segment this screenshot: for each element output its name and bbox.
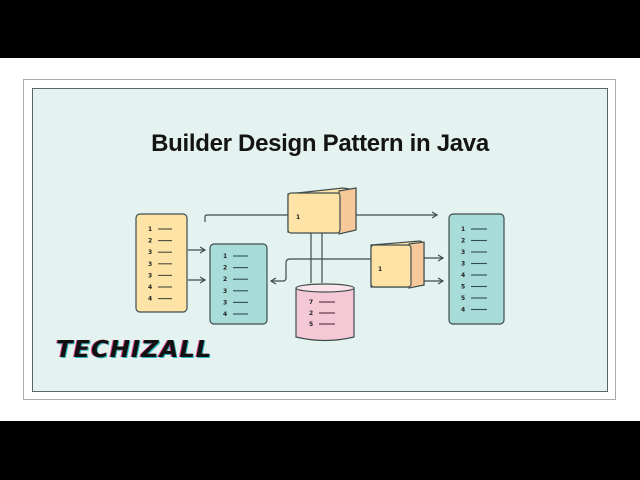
list-item-number: 3	[148, 272, 152, 279]
list-item-number: 1	[223, 253, 227, 260]
list-item-number: 2	[461, 238, 465, 245]
list-item-number: 2	[223, 265, 227, 272]
cube-top: 1	[287, 187, 357, 235]
list-item-number: 4	[148, 284, 152, 291]
list-item-number: 5	[461, 284, 465, 291]
list-item-number: 7	[309, 299, 313, 306]
teal-list-left-items: 1 2 2 3 3 4	[223, 253, 248, 318]
list-item-number: 2	[309, 310, 313, 317]
svg-text:1: 1	[296, 214, 300, 221]
slide-title: Builder Design Pattern in Java	[151, 130, 489, 157]
list-item-number: 1	[148, 226, 152, 233]
teal-list-right-items: 1 2 3 3 4 5 5 4	[461, 226, 487, 314]
list-item-number: 5	[461, 295, 465, 302]
list-item-number: 3	[148, 261, 152, 268]
cube-right: 1	[370, 240, 425, 289]
list-item-number: 3	[223, 288, 227, 295]
list-item-number: 3	[461, 249, 465, 256]
list-item-number: 4	[461, 272, 465, 279]
connector-lines	[188, 211, 445, 285]
svg-text:1: 1	[378, 266, 382, 273]
yellow-list-box	[135, 213, 188, 313]
list-item-number: 3	[461, 261, 465, 268]
list-item-number: 4	[148, 296, 152, 303]
list-item-number: 4	[223, 311, 227, 318]
list-item-number: 3	[148, 249, 152, 256]
teal-list-left-box	[209, 243, 268, 325]
list-item-number: 4	[461, 307, 465, 314]
list-item-number: 5	[309, 321, 313, 328]
slide-panel	[32, 88, 608, 392]
list-item-number: 1	[461, 226, 465, 233]
list-item-number: 3	[223, 299, 227, 306]
yellow-list-items: 1 2 3 3 3 4 4	[148, 226, 172, 303]
database-cylinder	[295, 283, 355, 342]
list-item-number: 2	[148, 238, 152, 245]
brand-logo: TECHIZALL	[56, 337, 213, 363]
cylinder-items: 7 2 5	[309, 299, 335, 328]
teal-list-right-box	[448, 213, 505, 325]
list-item-number: 2	[223, 276, 227, 283]
